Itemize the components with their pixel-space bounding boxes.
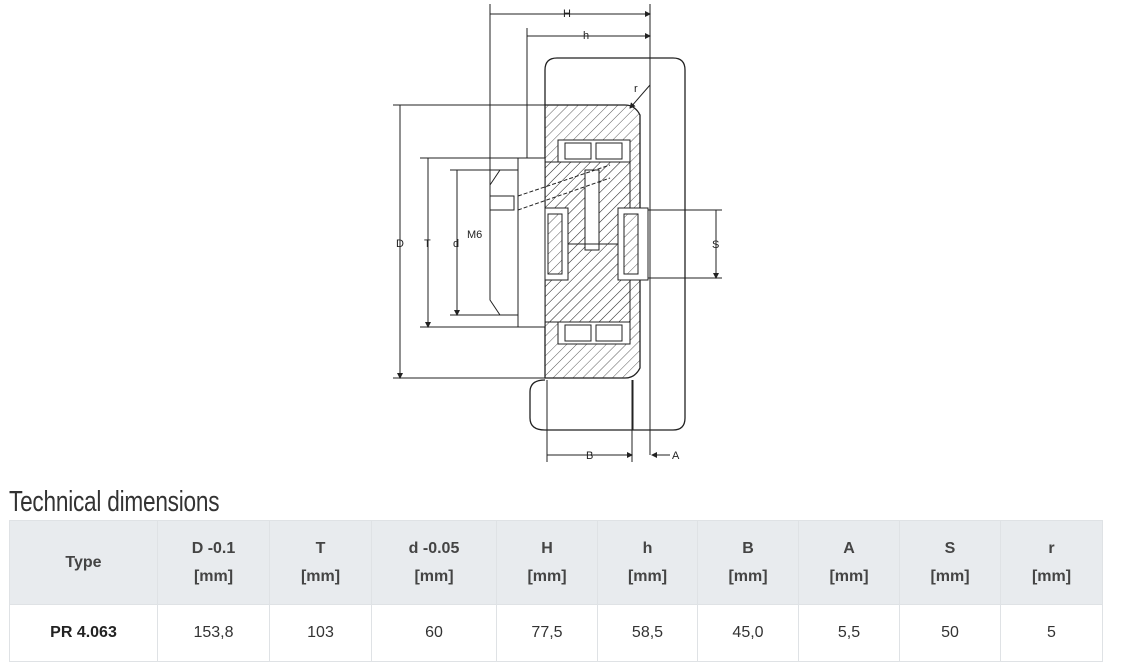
value-cell: 60 <box>371 604 497 662</box>
column-name: T <box>315 539 326 557</box>
column-header: T [mm] <box>269 520 372 605</box>
table-header-row: Type D -0.1 [mm] T [mm] d -0.05 [mm] H [mm] h [mm]… <box>9 520 1103 605</box>
column-name: h <box>642 539 653 557</box>
label-h: h <box>583 30 589 42</box>
column-name: Type <box>65 553 102 571</box>
column-header: r [mm] <box>1000 520 1103 605</box>
label-T: T <box>424 238 431 250</box>
column-name: S <box>944 539 956 557</box>
column-unit: [mm] <box>728 567 768 585</box>
value-cell: 153,8 <box>157 604 270 662</box>
column-unit: [mm] <box>829 567 869 585</box>
value-cell: 77,5 <box>496 604 598 662</box>
column-header: A [mm] <box>798 520 900 605</box>
rail-profile <box>529 57 686 431</box>
dimensions-table: Type D -0.1 [mm] T [mm] d -0.05 [mm] H [mm] h [mm]… <box>9 520 1103 662</box>
label-D: D <box>396 238 404 250</box>
value-cell: 5 <box>1000 604 1103 662</box>
column-header: h [mm] <box>597 520 698 605</box>
type-cell: PR 4.063 <box>9 604 158 662</box>
value-cell: 45,0 <box>697 604 799 662</box>
column-name: d -0.05 <box>408 539 460 557</box>
value-cell: 58,5 <box>597 604 698 662</box>
label-r: r <box>634 83 638 95</box>
column-unit: [mm] <box>193 567 234 585</box>
column-name: B <box>742 539 754 557</box>
bearing-technical-drawing: H h r D T d M6 S B A <box>393 4 722 462</box>
value-cell: 50 <box>899 604 1001 662</box>
label-B: B <box>586 450 593 462</box>
column-header: B [mm] <box>697 520 799 605</box>
column-unit: [mm] <box>930 567 970 585</box>
column-name: r <box>1048 539 1055 557</box>
column-name: H <box>541 539 553 557</box>
column-header: S [mm] <box>899 520 1001 605</box>
column-unit: [mm] <box>527 567 567 585</box>
label-A: A <box>672 450 680 462</box>
value-cell: 103 <box>269 604 372 662</box>
label-S: S <box>712 239 719 251</box>
label-H: H <box>563 8 571 20</box>
label-d: d <box>453 238 459 250</box>
column-header: H [mm] <box>496 520 598 605</box>
column-unit: [mm] <box>300 567 341 585</box>
column-unit: [mm] <box>1031 567 1072 585</box>
value-cell: 5,5 <box>798 604 900 662</box>
column-name: D -0.1 <box>191 539 236 557</box>
label-M6: M6 <box>467 229 482 241</box>
column-header: D -0.1 [mm] <box>157 520 270 605</box>
column-unit: [mm] <box>627 567 668 585</box>
column-unit: [mm] <box>414 567 454 585</box>
column-name: A <box>843 539 855 557</box>
section-title: Technical dimensions <box>9 486 220 518</box>
stud <box>517 157 546 328</box>
column-header: d -0.05 [mm] <box>371 520 497 605</box>
column-header: Type <box>9 520 158 605</box>
